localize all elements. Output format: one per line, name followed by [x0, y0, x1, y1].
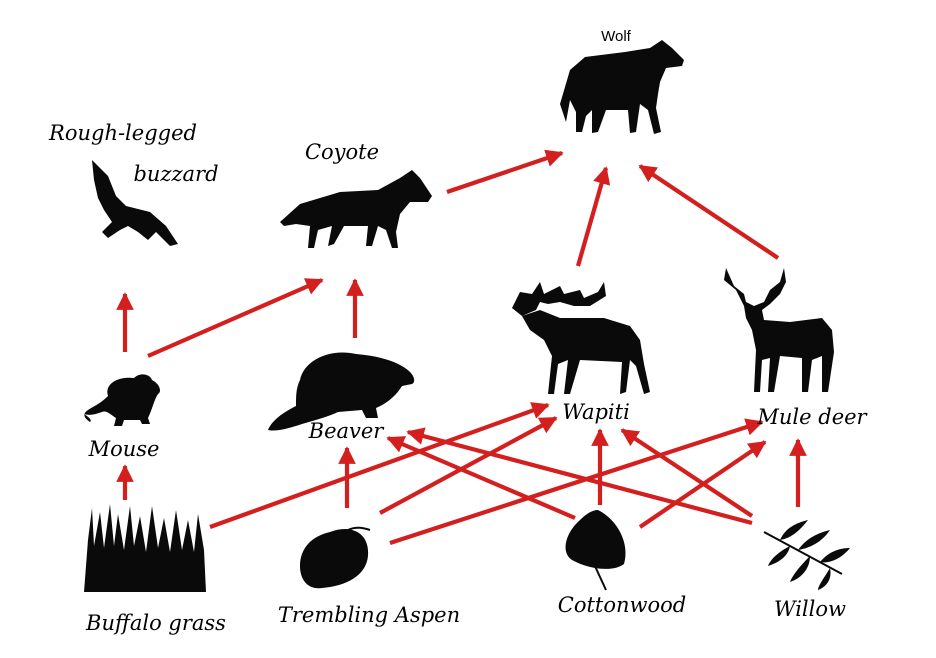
arrow-willow-to-wapiti: [620, 428, 754, 518]
buzzard-label-line1: Rough-legged: [48, 121, 197, 145]
aspen-label: Trembling Aspen: [278, 603, 460, 627]
buzzard-label-line2: buzzard: [133, 162, 218, 186]
coyote-icon: [280, 170, 432, 248]
mule-deer-icon: [724, 268, 834, 392]
wolf-node: Wolf: [560, 28, 684, 134]
mouse-label: Mouse: [88, 437, 160, 461]
wolf-label: Wolf: [601, 28, 632, 45]
cottonwood-leaf-icon: [565, 510, 626, 569]
aspen-stem: [347, 526, 371, 531]
arrow-mouse-to-coyote: [147, 278, 324, 358]
beaver-node: Beaver: [268, 352, 415, 443]
mule-deer-label: Mule deer: [756, 405, 868, 429]
mouse-icon: [84, 374, 160, 426]
mule-deer-node: Mule deer: [724, 268, 869, 429]
aspen-leaf-icon: [300, 529, 369, 589]
wapiti-icon: [512, 282, 650, 394]
arrow-wapiti-to-wolf: [575, 166, 611, 267]
cottonwood-label: Cottonwood: [558, 593, 686, 617]
arrow-cottonwood-to-beaver: [386, 436, 576, 520]
coyote-node: Coyote: [280, 140, 432, 248]
wolf-icon: [560, 40, 684, 134]
arrow-aspen-to-wapiti: [379, 416, 558, 515]
aspen-node: Trembling Aspen: [278, 526, 460, 627]
arrow-mule-deer-to-wolf: [638, 164, 780, 260]
willow-branch-icon: [763, 520, 850, 590]
buzzard-node: Rough-legged buzzard: [48, 121, 219, 246]
mouse-node: Mouse: [84, 374, 160, 461]
arrow-coyote-to-wolf: [446, 149, 564, 194]
cottonwood-node: Cottonwood: [558, 510, 686, 617]
willow-node: Willow: [763, 520, 850, 621]
arrows: [116, 149, 807, 545]
beaver-icon: [268, 352, 415, 431]
coyote-label: Coyote: [305, 140, 379, 164]
buffalo-grass-node: Buffalo grass: [84, 504, 226, 635]
buzzard-icon: [92, 160, 178, 246]
grass-icon: [84, 504, 206, 592]
willow-label: Willow: [774, 597, 846, 621]
cottonwood-stem: [593, 563, 607, 591]
arrow-willow-to-beaver: [406, 427, 753, 526]
arrow-buffalo-grass-to-wapiti: [209, 402, 550, 529]
arrow-aspen-to-mule-deer: [389, 418, 764, 545]
beaver-label: Beaver: [308, 419, 386, 443]
wapiti-label: Wapiti: [562, 400, 630, 424]
buffalo-grass-label: Buffalo grass: [85, 611, 226, 635]
wapiti-node: Wapiti: [512, 282, 650, 424]
